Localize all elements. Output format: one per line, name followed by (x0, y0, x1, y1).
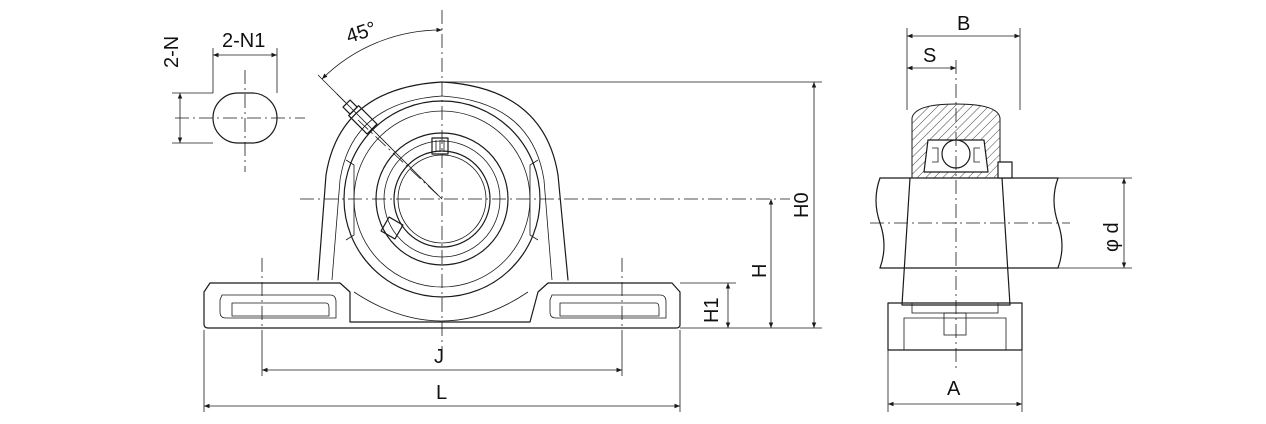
angle-label: 45° (343, 18, 379, 48)
side-view: A B S φ d (870, 13, 1132, 412)
dimension-h0-label: H0 (791, 192, 813, 218)
dimension-a-label: A (947, 378, 961, 400)
slot-detail: 2-N1 2-N (161, 30, 305, 172)
slot-width-label: 2-N1 (222, 30, 265, 52)
dimension-s-label: S (923, 45, 936, 67)
slot-height-label: 2-N (161, 36, 183, 68)
dimension-j-label: J (434, 346, 444, 368)
dimension-l-label: L (436, 382, 447, 404)
dimension-b-label: B (957, 13, 970, 35)
dimension-d-label: φ d (1101, 222, 1123, 252)
dimension-h1-label: H1 (701, 297, 723, 323)
front-dimensions: J L H1 H H0 (203, 81, 822, 412)
dimension-h-label: H (749, 264, 771, 278)
